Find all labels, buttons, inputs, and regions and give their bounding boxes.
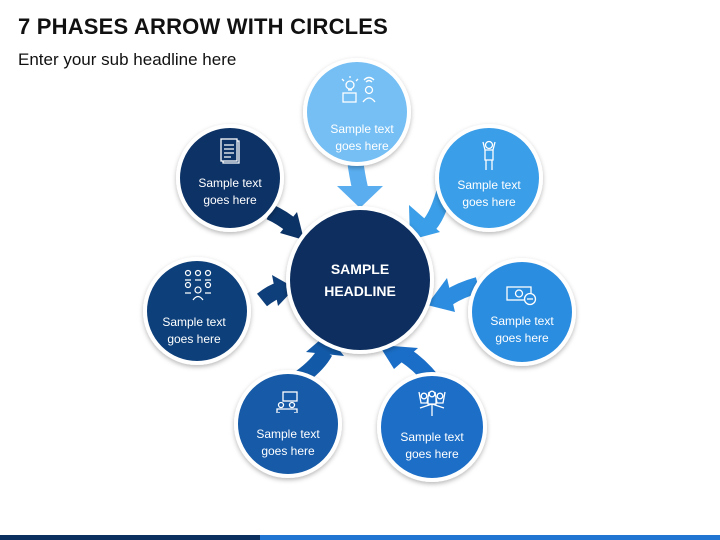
phase-7-text-line1: Sample text [198,176,262,190]
center-circle [286,206,434,354]
document-icon [220,138,240,164]
phase-3-text-line1: Sample text [490,314,554,328]
arrowhead-phase-7 [280,212,304,240]
center-headline-line2: HEADLINE [324,283,396,299]
center-node: SAMPLE HEADLINE [286,206,434,354]
slide-title: 7 PHASES ARROW WITH CIRCLES [18,14,389,39]
phase-node-4: Sample text goes here [377,372,487,482]
phase-node-5: Sample text goes here [234,370,342,478]
phase-1-text-line1: Sample text [330,122,394,136]
bottom-accent-bar [0,535,720,540]
phase-node-3: Sample text goes here [468,258,576,366]
people-network-icon [184,269,212,301]
phase-7-text-line2: goes here [203,193,257,207]
money-note-icon [506,286,537,306]
bottom-accent-light [260,535,720,540]
phase-circle-4 [377,372,487,482]
meeting-presentation-icon [276,391,298,413]
phase-node-6: Sample text goes here [143,257,251,365]
phase-6-text-line1: Sample text [162,315,226,329]
phase-circle-2 [435,124,543,232]
phase-6-text-line2: goes here [167,332,221,346]
phase-circle-3 [468,258,576,366]
arrowhead-phase-3 [427,278,455,312]
phase-node-7: Sample text goes here [176,124,284,232]
phase-circle-6 [143,257,251,365]
celebrating-team-icon [418,390,446,416]
achievement-person-icon [482,140,496,170]
arrowhead-phase-6 [272,275,295,306]
phase-node-1: Sample text goes here [303,58,411,166]
phase-circle-1 [303,58,411,166]
phase-5-text-line2: goes here [261,444,315,458]
phase-3-text-line2: goes here [495,331,549,345]
phase-2-text-line1: Sample text [457,178,521,192]
phase-5-text-line1: Sample text [256,427,320,441]
arrowhead-phase-4 [379,345,418,369]
idea-team-icon [341,76,376,103]
arrowhead-phase-2 [409,205,440,240]
slide-subtitle: Enter your sub headline here [18,50,237,69]
phase-2-text-line2: goes here [462,195,516,209]
phase-node-2: Sample text goes here [435,124,543,232]
phase-4-text-line1: Sample text [400,430,464,444]
phase-1-text-line2: goes here [335,139,389,153]
phase-circle-7 [176,124,284,232]
bottom-accent-dark [0,535,260,540]
arrowhead-phase-1 [337,186,383,208]
phase-4-text-line2: goes here [405,447,459,461]
phase-circle-5 [234,370,342,478]
center-headline-line1: SAMPLE [331,261,389,277]
